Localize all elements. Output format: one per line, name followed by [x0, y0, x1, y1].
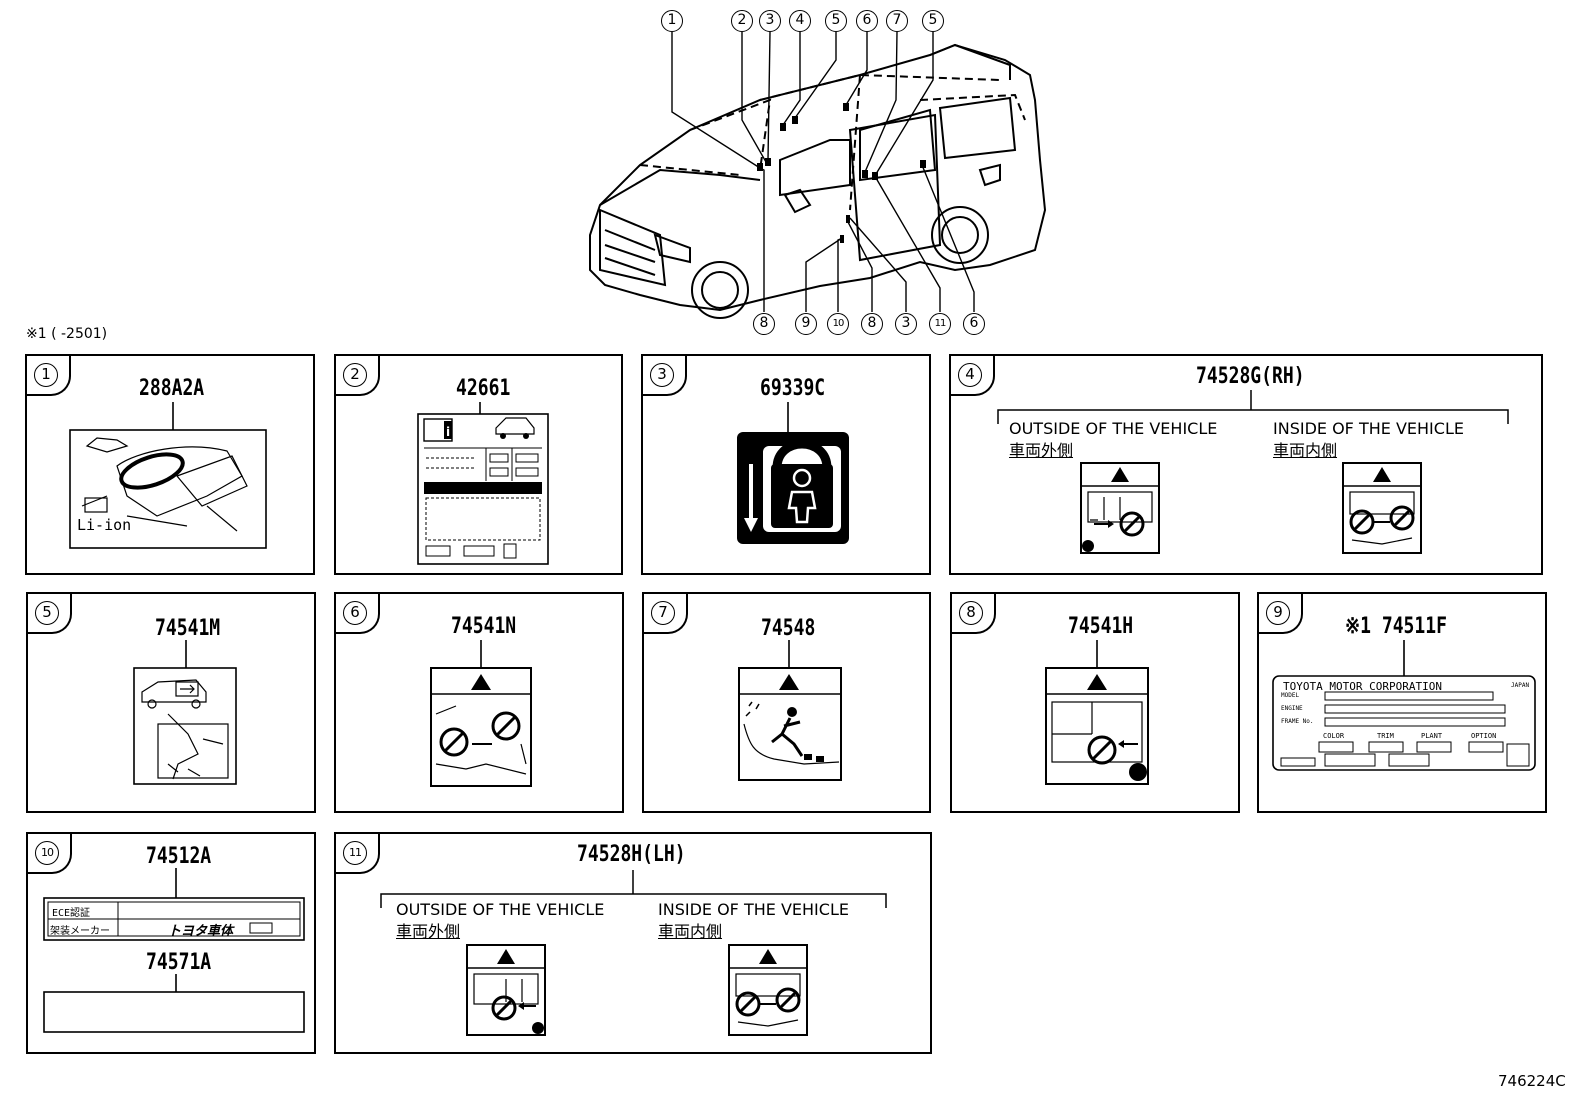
callout-bottom: 3 — [895, 313, 917, 335]
part-number: 74528H(LH) — [577, 842, 686, 867]
part-number: 74548 — [761, 616, 816, 641]
outside-caption-jp: 車両外側 — [396, 922, 461, 941]
vehicle-overview-drawing — [589, 31, 1047, 319]
panel-number: 8 — [959, 601, 983, 625]
footnote: ※1 ( -2501) — [26, 326, 108, 342]
ece-row-label: ECE認証 — [52, 908, 91, 919]
warning-label-drawing — [1045, 640, 1149, 785]
warning-label-outside — [1080, 462, 1160, 554]
part-number: 74512A — [146, 844, 212, 869]
panel-3: 3 69339C — [641, 354, 931, 575]
step-warning-label-drawing — [738, 640, 842, 781]
callout-bottom: 8 — [753, 313, 775, 335]
outside-caption: OUTSIDE OF THE VEHICLE — [1009, 419, 1218, 438]
plate-col-label: OPTION — [1471, 732, 1497, 740]
panel-9: 9 ※1 74511F TOYOTA MOTOR CORPORATION JAP… — [1257, 592, 1547, 813]
plate-col-label: PLANT — [1421, 732, 1443, 740]
panel-number: 1 — [34, 363, 58, 387]
callout-top: 5 — [922, 10, 944, 32]
callout-top: 2 — [731, 10, 753, 32]
panel-number: 7 — [651, 601, 675, 625]
bracket — [380, 870, 887, 908]
panel-5: 5 74541M — [26, 592, 316, 813]
panel-number: 9 — [1266, 601, 1290, 625]
part-number: 42661 — [456, 376, 511, 401]
plate-col-label: TRIM — [1377, 732, 1394, 740]
bracket — [997, 390, 1509, 424]
ece-row-label: 架装メーカー — [50, 926, 110, 937]
part-number-2: 74571A — [146, 950, 212, 975]
panel-8: 8 74541H — [950, 592, 1240, 813]
panel-7: 7 74548 — [642, 592, 931, 813]
plate-row-label: ENGINE — [1281, 705, 1303, 712]
inside-caption-jp: 車両内側 — [658, 922, 723, 941]
callout-top: 1 — [661, 10, 683, 32]
plate-col-label: COLOR — [1323, 732, 1345, 740]
panel-number: 5 — [35, 601, 59, 625]
battery-label-drawing — [69, 402, 267, 549]
panel-11: 11 74528H(LH) OUTSIDE OF THE VEHICLE 車両外… — [334, 832, 932, 1054]
inside-caption-jp: 車両内側 — [1273, 441, 1338, 460]
inside-caption: INSIDE OF THE VEHICLE — [1273, 419, 1464, 438]
callout-top: 3 — [759, 10, 781, 32]
outside-caption: OUTSIDE OF THE VEHICLE — [396, 900, 605, 919]
panel-number: 2 — [343, 363, 367, 387]
part-number: 74528G(RH) — [1196, 364, 1305, 389]
part-number: 288A2A — [139, 376, 205, 401]
outside-caption-jp: 車両外側 — [1009, 441, 1074, 460]
info-label-drawing: i — [417, 402, 549, 565]
panel-number: 11 — [343, 841, 367, 865]
child-lock-label-drawing — [737, 402, 849, 544]
plate-country: JAPAN — [1511, 682, 1530, 689]
callout-bottom: 6 — [963, 313, 985, 335]
panel-1: 1 288A2A Li-ion — [25, 354, 315, 575]
warning-label-inside — [1342, 462, 1422, 554]
ece-label-drawing — [43, 868, 305, 1033]
warning-label-drawing — [430, 640, 532, 787]
plate-maker: TOYOTA MOTOR CORPORATION — [1283, 680, 1442, 693]
part-number: ※1 74511F — [1345, 614, 1448, 639]
callout-bottom: 8 — [861, 313, 883, 335]
part-number: 74541M — [155, 616, 221, 641]
panel-2: 2 42661 i — [334, 354, 623, 575]
brand-text: トヨタ車体 — [168, 924, 234, 939]
vin-plate-drawing — [1272, 640, 1536, 771]
callout-bottom: 11 — [929, 313, 951, 335]
panel-number: 10 — [35, 841, 59, 865]
warning-label-outside — [466, 944, 546, 1036]
warning-label-inside — [728, 944, 808, 1036]
part-number: 74541N — [451, 614, 517, 639]
callout-bottom: 10 — [827, 313, 849, 335]
panel-10: 10 74512A ECE認証 架装メーカー トヨタ車体 74571A — [26, 832, 316, 1054]
panel-number: 6 — [343, 601, 367, 625]
part-number: 69339C — [760, 376, 826, 401]
panel-4: 4 74528G(RH) OUTSIDE OF THE VEHICLE 車両外側… — [949, 354, 1543, 575]
panel-number: 3 — [650, 363, 674, 387]
inside-caption: INSIDE OF THE VEHICLE — [658, 900, 849, 919]
callout-bottom: 9 — [795, 313, 817, 335]
plate-row-label: MODEL — [1281, 692, 1300, 699]
callout-top: 7 — [886, 10, 908, 32]
door-label-drawing — [133, 640, 237, 785]
svg-text:i: i — [446, 425, 450, 439]
diagram-code: 746224C — [1498, 1072, 1566, 1090]
callout-top: 6 — [856, 10, 878, 32]
panel-6: 6 74541N — [334, 592, 624, 813]
part-number: 74541H — [1068, 614, 1134, 639]
callout-top: 4 — [789, 10, 811, 32]
plate-row-label: FRAME No. — [1281, 718, 1314, 725]
li-ion-text: Li-ion — [77, 516, 132, 534]
panel-number: 4 — [958, 363, 982, 387]
callout-top: 5 — [825, 10, 847, 32]
